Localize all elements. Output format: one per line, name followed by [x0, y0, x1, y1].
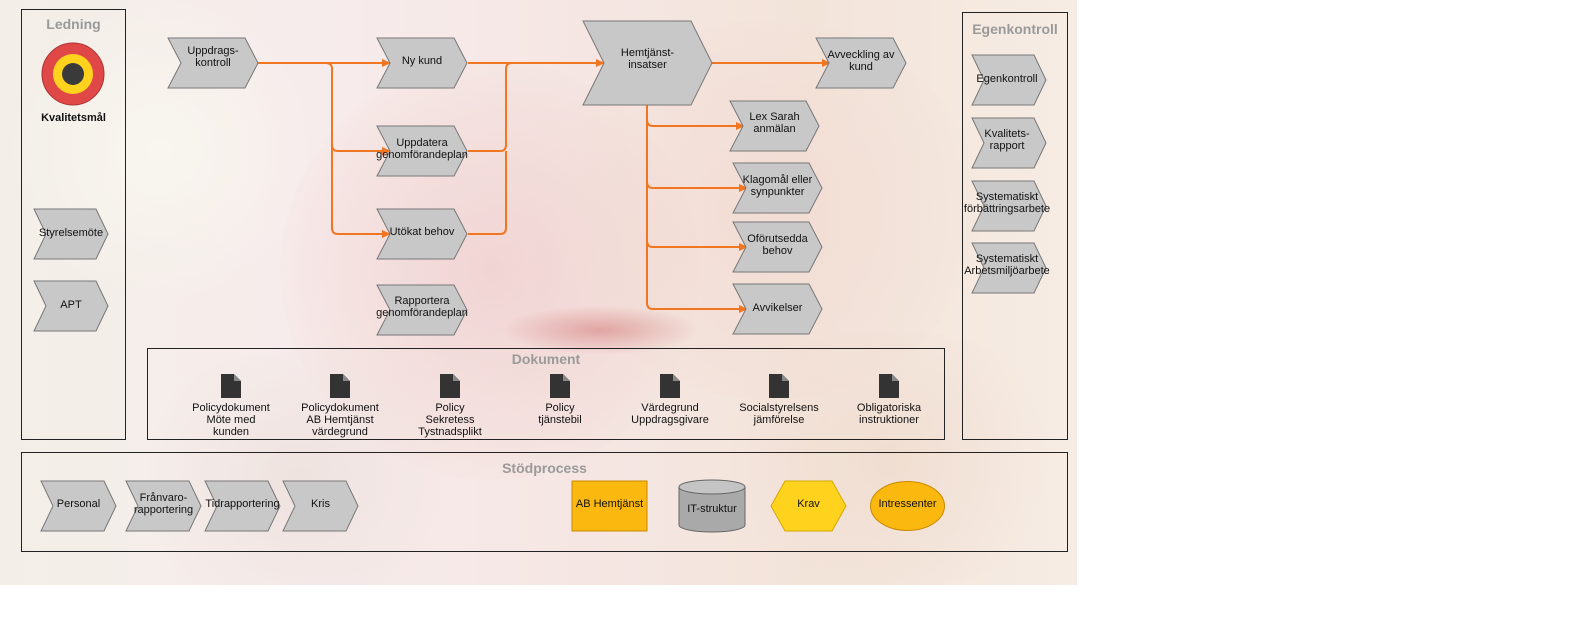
- hemtjanstinsatser-step[interactable]: Hemtjänst- insatser: [582, 20, 713, 106]
- ab-hemtjanst-box[interactable]: AB Hemtjänst: [571, 480, 648, 532]
- ledning-panel: Ledning: [21, 9, 126, 440]
- background-photo: [0, 0, 1077, 585]
- forbattringsarbete-step[interactable]: Systematiskt förbättringsarbete: [963, 180, 1051, 232]
- uppdragskontroll-step[interactable]: Uppdrags- kontroll: [167, 37, 259, 89]
- egenkontroll-panel: Egenkontroll: [962, 12, 1068, 440]
- intressenter-label: Intressenter: [878, 498, 937, 510]
- document-item[interactable]: Socialstyrelsens jämförelse: [724, 374, 834, 426]
- apt-label: APT: [60, 299, 82, 311]
- document-label: Policy Sekretess Tystnadsplikt: [418, 402, 482, 438]
- kris-step[interactable]: Kris: [282, 480, 359, 532]
- forbattringsarbete-label: Systematiskt förbättringsarbete: [963, 191, 1051, 215]
- utokat-behov-label: Utökat behov: [389, 226, 455, 238]
- oforutsedda-behov-step[interactable]: Oförutsedda behov: [732, 221, 823, 273]
- document-icon: [660, 374, 680, 398]
- ledning-title: Ledning: [46, 16, 101, 32]
- klagomal-label: Klagomål eller synpunkter: [742, 174, 813, 198]
- document-icon: [769, 374, 789, 398]
- document-item[interactable]: Policydokument Möte med kunden: [176, 374, 286, 438]
- document-label: Policydokument AB Hemtjänst värdegrund: [301, 402, 379, 438]
- document-item[interactable]: Policydokument AB Hemtjänst värdegrund: [285, 374, 395, 438]
- franvarorapportering-label: Frånvaro- rapportering: [133, 492, 194, 516]
- document-label: Obligatoriska instruktioner: [856, 402, 922, 426]
- document-item[interactable]: Policy tjänstebil: [505, 374, 615, 426]
- document-label: Policy tjänstebil: [538, 402, 582, 426]
- kvalitetsrapport-step[interactable]: Kvalitets- rapport: [971, 117, 1047, 169]
- lex-sarah-label: Lex Sarah anmälan: [749, 111, 800, 135]
- document-icon: [879, 374, 899, 398]
- it-struktur-label: IT-struktur: [687, 503, 737, 515]
- lex-sarah-step[interactable]: Lex Sarah anmälan: [729, 100, 820, 152]
- personal-label: Personal: [56, 498, 101, 510]
- ny-kund-label: Ny kund: [401, 55, 443, 67]
- egenkontroll-step[interactable]: Egenkontroll: [971, 54, 1047, 106]
- document-item[interactable]: Obligatoriska instruktioner: [834, 374, 944, 426]
- rapportera-genomforandeplan-step[interactable]: Rapportera genomförandeplan: [376, 284, 468, 336]
- document-icon: [440, 374, 460, 398]
- arbetsmiljoarbete-label: Systematiskt Arbetsmiljöarbete: [964, 253, 1050, 277]
- ny-kund-step[interactable]: Ny kund: [376, 37, 468, 89]
- krav-hexagon[interactable]: Krav: [770, 480, 847, 532]
- klagomal-step[interactable]: Klagomål eller synpunkter: [732, 162, 823, 214]
- intressenter-ellipse[interactable]: Intressenter: [870, 481, 945, 531]
- styrelsemote-step[interactable]: Styrelsemöte: [33, 208, 109, 260]
- hemtjanstinsatser-label: Hemtjänst- insatser: [620, 47, 675, 71]
- document-item[interactable]: Värdegrund Uppdragsgivare: [615, 374, 725, 426]
- kvalitetsmal-target-icon[interactable]: [41, 42, 105, 106]
- egenkontroll-step-label: Egenkontroll: [976, 73, 1038, 85]
- stodprocess-panel: Stödprocess: [21, 452, 1068, 552]
- avvikelser-step[interactable]: Avvikelser: [732, 283, 823, 335]
- document-item[interactable]: Policy Sekretess Tystnadsplikt: [395, 374, 505, 438]
- tidrapportering-step[interactable]: Tidrapportering: [204, 480, 281, 532]
- uppdragskontroll-label: Uppdrags- kontroll: [187, 45, 239, 69]
- tidrapportering-label: Tidrapportering: [205, 498, 280, 510]
- kris-label: Kris: [311, 498, 330, 510]
- it-struktur-cylinder[interactable]: IT-struktur: [678, 479, 746, 533]
- personal-step[interactable]: Personal: [40, 480, 117, 532]
- stodprocess-title: Stödprocess: [502, 460, 587, 476]
- dokument-panel: Dokument: [147, 348, 945, 440]
- document-label: Socialstyrelsens jämförelse: [739, 402, 819, 426]
- arbetsmiljoarbete-step[interactable]: Systematiskt Arbetsmiljöarbete: [964, 242, 1050, 294]
- document-label: Policydokument Möte med kunden: [192, 402, 270, 438]
- uppdatera-genomforandeplan-step[interactable]: Uppdatera genomförandeplan: [376, 125, 468, 177]
- avveckling-av-kund-label: Avveckling av kund: [827, 49, 895, 73]
- document-label: Värdegrund Uppdragsgivare: [631, 402, 709, 426]
- kvalitetsrapport-label: Kvalitets- rapport: [984, 128, 1030, 152]
- avveckling-av-kund-step[interactable]: Avveckling av kund: [815, 37, 907, 89]
- rapportera-genomforandeplan-label: Rapportera genomförandeplan: [376, 295, 468, 319]
- utokat-behov-step[interactable]: Utökat behov: [376, 208, 468, 260]
- oforutsedda-behov-label: Oförutsedda behov: [747, 233, 808, 257]
- ab-hemtjanst-label: AB Hemtjänst: [575, 498, 644, 510]
- krav-label: Krav: [797, 498, 820, 510]
- uppdatera-genomforandeplan-label: Uppdatera genomförandeplan: [376, 137, 468, 161]
- egenkontroll-title: Egenkontroll: [972, 21, 1058, 37]
- document-icon: [330, 374, 350, 398]
- franvarorapportering-step[interactable]: Frånvaro- rapportering: [125, 480, 202, 532]
- apt-step[interactable]: APT: [33, 280, 109, 332]
- document-icon: [550, 374, 570, 398]
- kvalitetsmal-label: Kvalitetsmål: [41, 112, 106, 124]
- avvikelser-label: Avvikelser: [752, 302, 803, 314]
- styrelsemote-label: Styrelsemöte: [38, 227, 104, 239]
- document-icon: [221, 374, 241, 398]
- dokument-title: Dokument: [511, 351, 581, 367]
